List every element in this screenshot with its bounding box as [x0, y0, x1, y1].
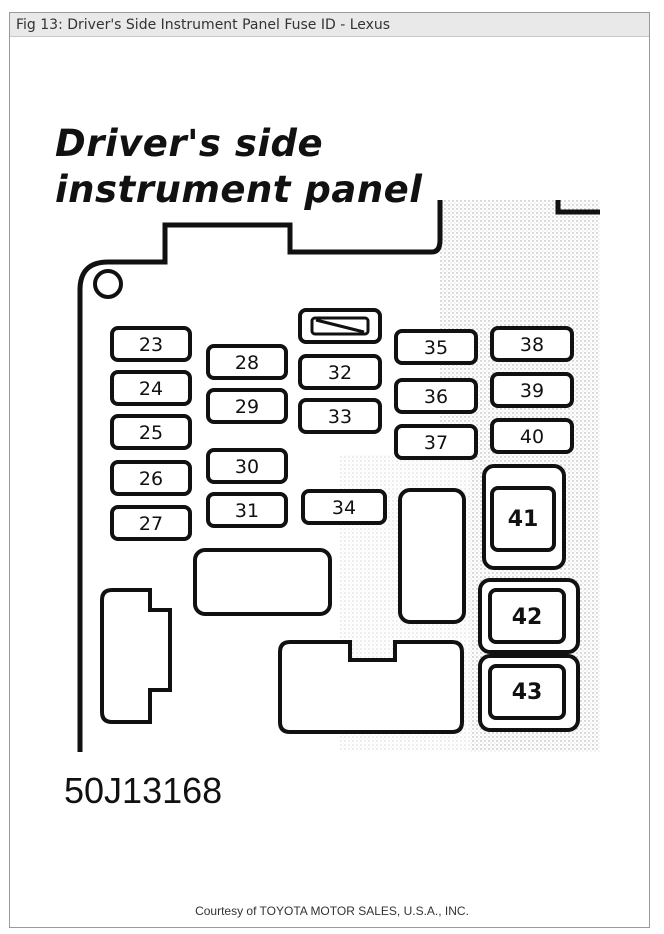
fuse-26-label: 26: [139, 468, 163, 490]
connector-left: [100, 588, 172, 724]
fuse-29: 29: [206, 388, 288, 424]
fuse-35-label: 35: [424, 337, 448, 359]
spare-fuse: [298, 308, 382, 344]
fuse-23: 23: [110, 326, 192, 362]
fuse-39-label: 39: [520, 380, 544, 402]
fuse-40: 40: [490, 418, 574, 454]
fuse-36: 36: [394, 378, 478, 414]
fuse-38-label: 38: [520, 334, 544, 356]
relay-41: 41: [482, 464, 566, 570]
fuse-31: 31: [206, 492, 288, 528]
fuse-25: 25: [110, 414, 192, 450]
fuse-34: 34: [301, 489, 387, 525]
fuse-32-label: 32: [328, 362, 352, 384]
fuse-27-label: 27: [139, 513, 163, 535]
connector-bottom: [278, 640, 464, 734]
blank-socket-tall: [398, 488, 466, 624]
relay-43-label: 43: [512, 680, 543, 705]
fuse-24: 24: [110, 370, 192, 406]
fuse-25-label: 25: [139, 422, 163, 444]
fuse-30: 30: [206, 448, 288, 484]
fuse-32: 32: [298, 354, 382, 390]
mounting-hole: [93, 269, 123, 299]
fuse-24-label: 24: [139, 378, 163, 400]
panel-outline: [77, 200, 443, 752]
relay-42: 42: [478, 578, 580, 654]
window-title: Fig 13: Driver's Side Instrument Panel F…: [10, 13, 649, 37]
fuse-37: 37: [394, 424, 478, 460]
fuse-26: 26: [110, 460, 192, 496]
diagram-code: 50J13168: [64, 770, 223, 811]
fuse-28-label: 28: [235, 352, 259, 374]
fuse-31-label: 31: [235, 500, 259, 522]
credit-line: Courtesy of TOYOTA MOTOR SALES, U.S.A., …: [195, 904, 469, 918]
fuse-27: 27: [110, 505, 192, 541]
heading-line-1: Driver's side: [55, 122, 324, 165]
relay-41-label: 41: [508, 507, 539, 532]
relay-42-label: 42: [512, 605, 543, 630]
fuse-36-label: 36: [424, 386, 448, 408]
fuse-40-label: 40: [520, 426, 544, 448]
fuse-28: 28: [206, 344, 288, 380]
fuse-33-label: 33: [328, 406, 352, 428]
fuse-35: 35: [394, 329, 478, 365]
fuse-29-label: 29: [235, 396, 259, 418]
fuse-23-label: 23: [139, 334, 163, 356]
heading-line-2: instrument panel: [55, 168, 423, 211]
fuse-33: 33: [298, 398, 382, 434]
fuse-34-label: 34: [332, 497, 356, 519]
fuse-39: 39: [490, 372, 574, 408]
fuse-30-label: 30: [235, 456, 259, 478]
relay-43: 43: [478, 654, 580, 732]
panel-outline-corner: [555, 200, 600, 215]
fuse-38: 38: [490, 326, 574, 362]
fuse-37-label: 37: [424, 432, 448, 454]
blank-socket-middle: [193, 548, 332, 616]
